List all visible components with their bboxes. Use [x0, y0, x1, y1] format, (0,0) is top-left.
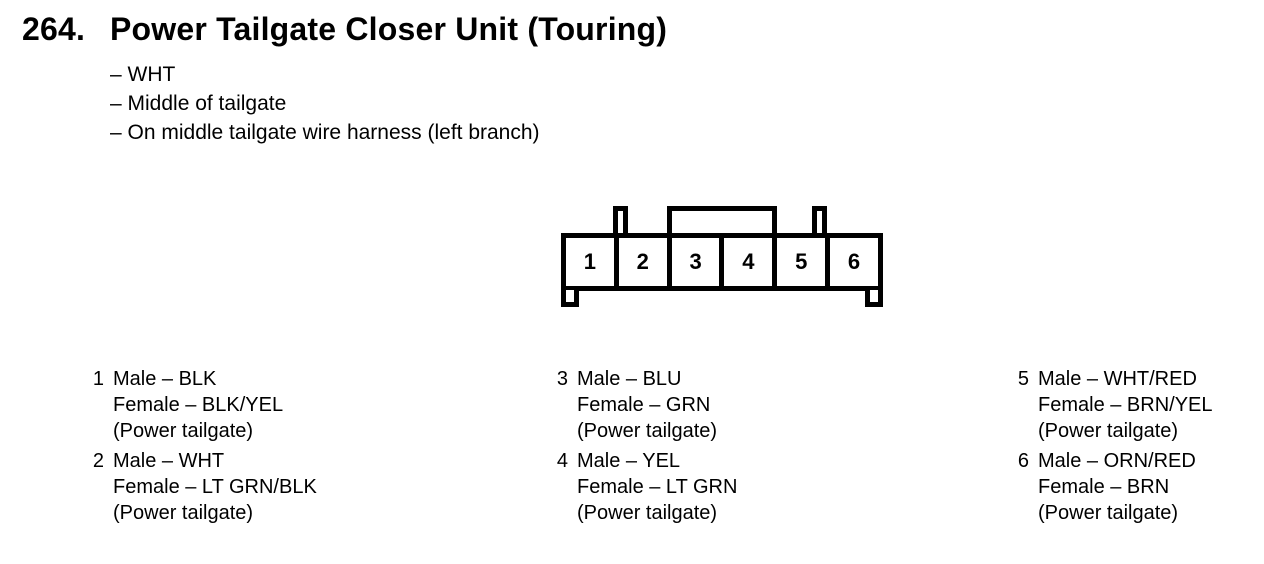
pin-number: 1	[92, 368, 104, 390]
pin-description: Male – WHT/RED Female – BRN/YEL (Power t…	[1038, 366, 1213, 444]
pin-entry: 5 Male – WHT/RED Female – BRN/YEL (Power…	[1013, 366, 1213, 444]
pin-entry: 1 Male – BLK Female – BLK/YEL (Power tai…	[88, 366, 317, 444]
connector-pin-cell: 1	[566, 238, 619, 286]
pin-circuit: (Power tailgate)	[113, 502, 254, 524]
pin-description: Male – YEL Female – LT GRN (Power tailga…	[577, 448, 737, 526]
pin-circuit: (Power tailgate)	[577, 420, 718, 442]
section-number: 264.	[22, 11, 86, 47]
pin-male-wire: Male – BLK	[113, 368, 217, 390]
pin-entry: 3 Male – BLU Female – GRN (Power tailgat…	[552, 366, 737, 444]
pin-description: Male – BLU Female – GRN (Power tailgate)	[577, 366, 717, 444]
connector-pin-cell: 4	[724, 238, 778, 286]
pin-entry: 2 Male – WHT Female – LT GRN/BLK (Power …	[88, 448, 317, 526]
section-title: Power Tailgate Closer Unit (Touring)	[110, 11, 668, 47]
connector-diagram: 1 2 3 4 5 6	[561, 206, 883, 308]
pin-female-wire: Female – BLK/YEL	[113, 394, 284, 416]
pin-male-wire: Male – ORN/RED	[1038, 450, 1196, 472]
pin-description: Male – WHT Female – LT GRN/BLK (Power ta…	[113, 448, 317, 526]
connector-foot-right	[865, 290, 883, 307]
connector-pin-cell: 3	[672, 238, 725, 286]
connector-pin-cell: 2	[619, 238, 672, 286]
note-line: – Middle of tailgate	[110, 92, 287, 115]
pin-entry: 6 Male – ORN/RED Female – BRN (Power tai…	[1013, 448, 1213, 526]
pin-entry: 4 Male – YEL Female – LT GRN (Power tail…	[552, 448, 738, 526]
note-line: – WHT	[110, 63, 176, 86]
pin-list-column-1: 1 Male – BLK Female – BLK/YEL (Power tai…	[88, 366, 317, 526]
pin-female-wire: Female – LT GRN	[577, 476, 738, 498]
pin-description: Male – ORN/RED Female – BRN (Power tailg…	[1038, 448, 1196, 526]
pin-list-column-3: 5 Male – WHT/RED Female – BRN/YEL (Power…	[1013, 366, 1213, 526]
pin-male-wire: Male – WHT	[113, 450, 225, 472]
pin-number: 6	[1017, 450, 1029, 472]
connector-body: 1 2 3 4 5 6	[561, 233, 883, 291]
connector-pin-cell: 5	[777, 238, 831, 286]
connector-notes: – WHT – Middle of tailgate – On middle t…	[110, 60, 540, 147]
pin-circuit: (Power tailgate)	[1038, 502, 1179, 524]
pin-number: 2	[92, 450, 104, 472]
pin-female-wire: Female – BRN/YEL	[1038, 394, 1213, 416]
pin-description: Male – BLK Female – BLK/YEL (Power tailg…	[113, 366, 283, 444]
pin-male-wire: Male – YEL	[577, 450, 681, 472]
pin-number: 4	[556, 450, 568, 472]
page-title: 264. Power Tailgate Closer Unit (Touring…	[22, 10, 667, 48]
pin-circuit: (Power tailgate)	[113, 420, 254, 442]
pin-number: 3	[556, 368, 568, 390]
pin-circuit: (Power tailgate)	[1038, 420, 1179, 442]
pin-female-wire: Female – GRN	[577, 394, 711, 416]
pin-list-column-2: 3 Male – BLU Female – GRN (Power tailgat…	[552, 366, 738, 526]
note-line: – On middle tailgate wire harness (left …	[110, 121, 540, 144]
connector-foot-left	[561, 290, 579, 307]
pin-male-wire: Male – BLU	[577, 368, 682, 390]
pin-circuit: (Power tailgate)	[577, 502, 718, 524]
pin-female-wire: Female – LT GRN/BLK	[113, 476, 317, 498]
connector-pin-cell: 6	[847, 249, 861, 274]
pin-male-wire: Male – WHT/RED	[1038, 368, 1197, 390]
pin-female-wire: Female – BRN	[1038, 476, 1170, 498]
pin-number: 5	[1017, 368, 1029, 390]
